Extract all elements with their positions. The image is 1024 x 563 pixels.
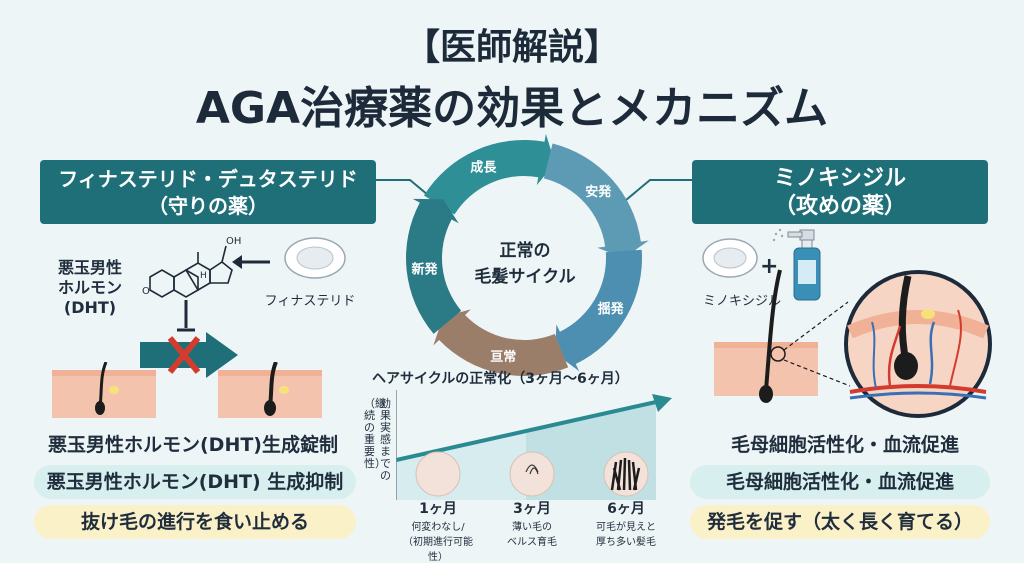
spray-bottle-icon <box>772 228 821 301</box>
finasteride-label: フィナステリド <box>264 294 356 309</box>
timeline-title: ヘアサイクルの正常化（3ヶ月〜6ヶ月） <box>372 371 629 387</box>
finasteride-banner: フィナステリド・デュタステリド （守りの薬） <box>40 160 376 224</box>
plus-icon: + <box>760 254 779 279</box>
timeline-point-3-month: 6ヶ月 <box>607 501 645 517</box>
timeline-point-1-desc1: 何変わなし/ <box>411 522 465 533</box>
minoxidil-benefit-pill: 発毛を促す（太く長く育てる） <box>690 505 990 539</box>
minoxidil-effect-pill: 毛母細胞活性化・血流促進 <box>690 465 990 499</box>
timeline-point-3-desc1: 可毛が見えと <box>596 522 656 533</box>
dht-molecule-icon: O OH H <box>142 236 241 298</box>
timeline-stage-icons <box>415 451 649 497</box>
cycle-center-line2: 毛髪サイクル <box>474 267 576 287</box>
tablet-icon <box>284 237 346 279</box>
cycle-stage-label-2: 安発 <box>585 184 612 200</box>
timeline-point-1: 1ヶ月 何変わなし/ （初期進行可能性） <box>398 498 478 563</box>
page-title-line1: 【医師解説】 <box>403 27 620 68</box>
cycle-segment-2 <box>543 143 649 258</box>
dht-label: 悪玉男性 ホルモン (DHT) <box>57 258 122 317</box>
cycle-stage-label-3: 揺発 <box>598 301 625 317</box>
molecule-oh-label: OH <box>226 236 241 247</box>
molecule-h-label: H <box>200 271 207 281</box>
cycle-segment-4 <box>433 309 569 376</box>
minoxidil-statement: 毛母細胞活性化・血流促進 <box>730 434 959 456</box>
page-title-line2: AGA治療薬の効果とメカニズム <box>195 83 829 134</box>
cycle-center-line1: 正常の <box>499 241 551 261</box>
finasteride-effect-pill: 悪玉男性ホルモン(DHT) 生成抑制 <box>34 465 356 499</box>
follicle-before-icon <box>52 362 156 418</box>
cycle-segment-1 <box>423 133 555 215</box>
timeline-point-3-desc2: 厚ち多い髪毛 <box>596 537 656 548</box>
finasteride-banner-title: フィナステリド・デュタステリド <box>58 167 358 191</box>
minoxidil-banner-title: ミノキシジル <box>773 166 906 191</box>
molecule-o-label: O <box>142 286 150 297</box>
timeline-point-1-month: 1ヶ月 <box>419 501 457 517</box>
timeline-point-1-desc2: （初期進行可能性） <box>403 537 473 563</box>
inhibit-icon <box>177 300 195 332</box>
follicle-after-icon <box>218 362 322 418</box>
finasteride-banner-subtitle: （守りの薬） <box>148 194 268 218</box>
minoxidil-banner: ミノキシジル （攻めの薬） <box>692 160 988 224</box>
minoxidil-label: ミノキシジル <box>702 294 781 309</box>
cycle-stage-label-1: 成長 <box>470 160 497 176</box>
minoxidil-banner-subtitle: （攻めの薬） <box>773 194 906 219</box>
timeline-point-2-month: 3ヶ月 <box>513 501 551 517</box>
timeline-ylabel-a: （継続の重要性） <box>364 397 386 470</box>
cycle-segment-5 <box>405 198 462 334</box>
follicle-magnified-icon <box>714 269 992 418</box>
cycle-center-label: 正常の 毛髪サイクル <box>470 238 580 290</box>
timeline-point-2-desc2: ベルス育毛 <box>507 537 557 548</box>
timeline-point-3: 6ヶ月 可毛が見えと 厚ち多い髪毛 <box>586 498 666 548</box>
cycle-stage-label-4: 亘常 <box>490 349 516 365</box>
timeline-point-2-desc1: 薄い毛の <box>512 522 552 533</box>
timeline-point-2: 3ヶ月 薄い毛の ベルス育毛 <box>492 498 572 548</box>
minoxidil-tablet-icon <box>702 238 758 278</box>
finasteride-benefit-pill: 抜け毛の進行を食い止める <box>34 505 356 539</box>
cycle-stage-label-5: 新発 <box>412 261 439 277</box>
arrow-left-icon <box>232 255 270 269</box>
blocked-arrow-icon <box>140 332 238 378</box>
cycle-segment-3 <box>554 249 643 372</box>
finasteride-statement: 悪玉男性ホルモン(DHT)生成錠制 <box>47 434 338 456</box>
timeline-ylabel-b: 効果実感までの <box>380 397 391 482</box>
